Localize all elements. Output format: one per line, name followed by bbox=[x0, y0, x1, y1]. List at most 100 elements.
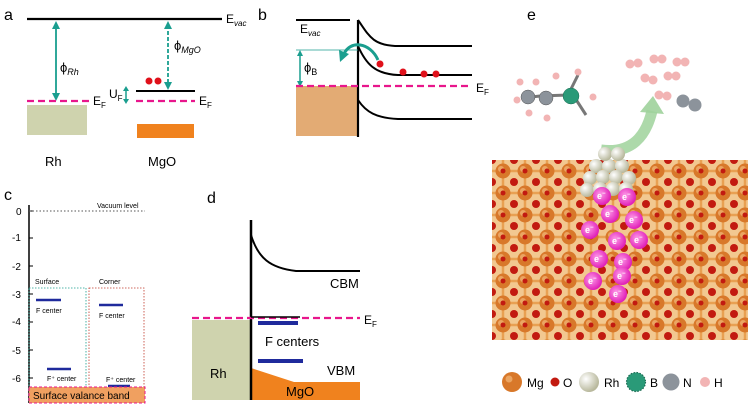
h-atom bbox=[543, 114, 551, 122]
h-atom bbox=[574, 68, 582, 76]
corner-label: Corner bbox=[99, 279, 121, 286]
electron-label: e− bbox=[629, 215, 638, 225]
o-legend-label: O bbox=[563, 376, 572, 390]
h-atom bbox=[672, 57, 682, 67]
mgo-block bbox=[251, 368, 360, 400]
conduction-band-curve bbox=[357, 45, 472, 76]
panel-d-letter: d bbox=[207, 190, 216, 207]
h-atom bbox=[532, 78, 540, 86]
h-atom bbox=[513, 96, 521, 104]
panel-d: d Rh MgO CBM EF F centers VBM bbox=[192, 190, 377, 400]
n-atom bbox=[676, 94, 690, 108]
electron-dot bbox=[432, 70, 440, 78]
surface-label: Surface bbox=[35, 279, 59, 286]
electron-label: e− bbox=[605, 209, 614, 219]
h-legend-marker bbox=[700, 377, 710, 387]
panel-a-letter: a bbox=[4, 7, 13, 24]
corner-f-center-label: F center bbox=[99, 313, 125, 320]
electron-label: e− bbox=[585, 225, 594, 235]
h-atom bbox=[654, 90, 664, 100]
electron bbox=[590, 250, 608, 268]
y-tick-label: -3 bbox=[12, 290, 21, 301]
phi-rh-arrowhead-bottom bbox=[52, 93, 60, 101]
rh-block bbox=[192, 320, 251, 400]
electron-label: e− bbox=[594, 254, 603, 264]
phi-b-label: ϕB bbox=[304, 60, 317, 77]
uf-arrowhead-bottom bbox=[123, 99, 129, 104]
h-atom bbox=[671, 71, 681, 81]
h-atom bbox=[662, 91, 672, 101]
rh-atom bbox=[589, 159, 603, 173]
panel-c-letter: c bbox=[4, 187, 12, 204]
vac-label: Evac bbox=[300, 22, 320, 38]
b-atom bbox=[562, 87, 580, 105]
vac-label: Evac bbox=[226, 12, 246, 28]
b-legend-marker bbox=[625, 371, 647, 393]
ef-label: EF bbox=[364, 313, 377, 329]
panel-b-letter: b bbox=[258, 7, 267, 24]
phi-b-arrowhead-bottom bbox=[297, 81, 303, 87]
electron bbox=[581, 221, 599, 239]
atom-legend: Mg O Rh B N H bbox=[502, 371, 723, 393]
valence-band-curve bbox=[357, 99, 472, 120]
electron-label: e− bbox=[634, 235, 643, 245]
h-atom bbox=[525, 109, 533, 117]
electron bbox=[625, 211, 643, 229]
electron-transfer-arrow bbox=[342, 43, 380, 61]
electron bbox=[609, 285, 627, 303]
rh-label: Rh bbox=[210, 366, 227, 381]
cbm-label: CBM bbox=[330, 276, 359, 291]
electron bbox=[601, 205, 619, 223]
rh-legend-label: Rh bbox=[604, 376, 619, 390]
electron-dot bbox=[145, 77, 153, 85]
y-tick-label: 0 bbox=[16, 207, 22, 218]
corner-box bbox=[88, 287, 145, 389]
rh-atom bbox=[580, 183, 594, 197]
h-atom bbox=[680, 57, 690, 67]
y-tick-label: -1 bbox=[12, 233, 21, 244]
y-ticks: 0 -1 -2 -3 -4 -5 -6 bbox=[12, 207, 33, 385]
electron-dot bbox=[399, 68, 407, 76]
mg-legend-highlight bbox=[505, 375, 513, 383]
phi-mgo-label: ϕMgO bbox=[174, 38, 201, 55]
phi-mgo-arrowhead-top bbox=[164, 21, 172, 29]
y-tick-label: -2 bbox=[12, 262, 21, 273]
ammonia-borane-molecule bbox=[513, 68, 597, 122]
h-atom bbox=[663, 71, 673, 81]
rh-legend-marker bbox=[579, 372, 599, 392]
h-atom bbox=[625, 59, 635, 69]
h-legend-label: H bbox=[714, 376, 723, 390]
h-atom bbox=[649, 54, 659, 64]
electron bbox=[618, 188, 636, 206]
rh-atom bbox=[611, 147, 625, 161]
b-legend-label: B bbox=[650, 376, 658, 390]
h-atom bbox=[516, 78, 524, 86]
phi-mgo-arrowhead-bottom bbox=[164, 82, 172, 90]
mgo-label: MgO bbox=[148, 154, 176, 169]
electron-dot bbox=[420, 70, 428, 78]
h-atom bbox=[657, 54, 667, 64]
surface-f-plus-center-label: F⁺ center bbox=[47, 376, 77, 383]
rh-atom bbox=[609, 170, 623, 184]
panel-c: c 0 -1 -2 -3 -4 -5 -6 Vacuum level Surfa… bbox=[4, 187, 146, 404]
ef-label: EF bbox=[476, 81, 489, 97]
phi-b-arrowhead-top bbox=[297, 50, 303, 56]
panel-a: a Evac ϕRh ϕMgO EF Rh EF UF MgO bbox=[4, 7, 246, 169]
f-centers-label: F centers bbox=[265, 334, 320, 349]
vacuum-level-label: Vacuum level bbox=[97, 203, 139, 210]
rh-atom bbox=[602, 159, 616, 173]
phi-rh-arrowhead-top bbox=[52, 21, 60, 29]
h-atom bbox=[589, 93, 597, 101]
electron bbox=[614, 253, 632, 271]
electron-label: e− bbox=[618, 257, 627, 267]
panel-e: e bbox=[492, 7, 748, 393]
mg-legend-label: Mg bbox=[527, 376, 544, 390]
h-atom bbox=[633, 58, 643, 68]
reaction-arrow bbox=[600, 109, 658, 157]
h-atom bbox=[648, 75, 658, 85]
surface-valence-band bbox=[28, 386, 146, 404]
h-atom bbox=[552, 72, 560, 80]
h-atom bbox=[640, 73, 650, 83]
electron bbox=[593, 187, 611, 205]
